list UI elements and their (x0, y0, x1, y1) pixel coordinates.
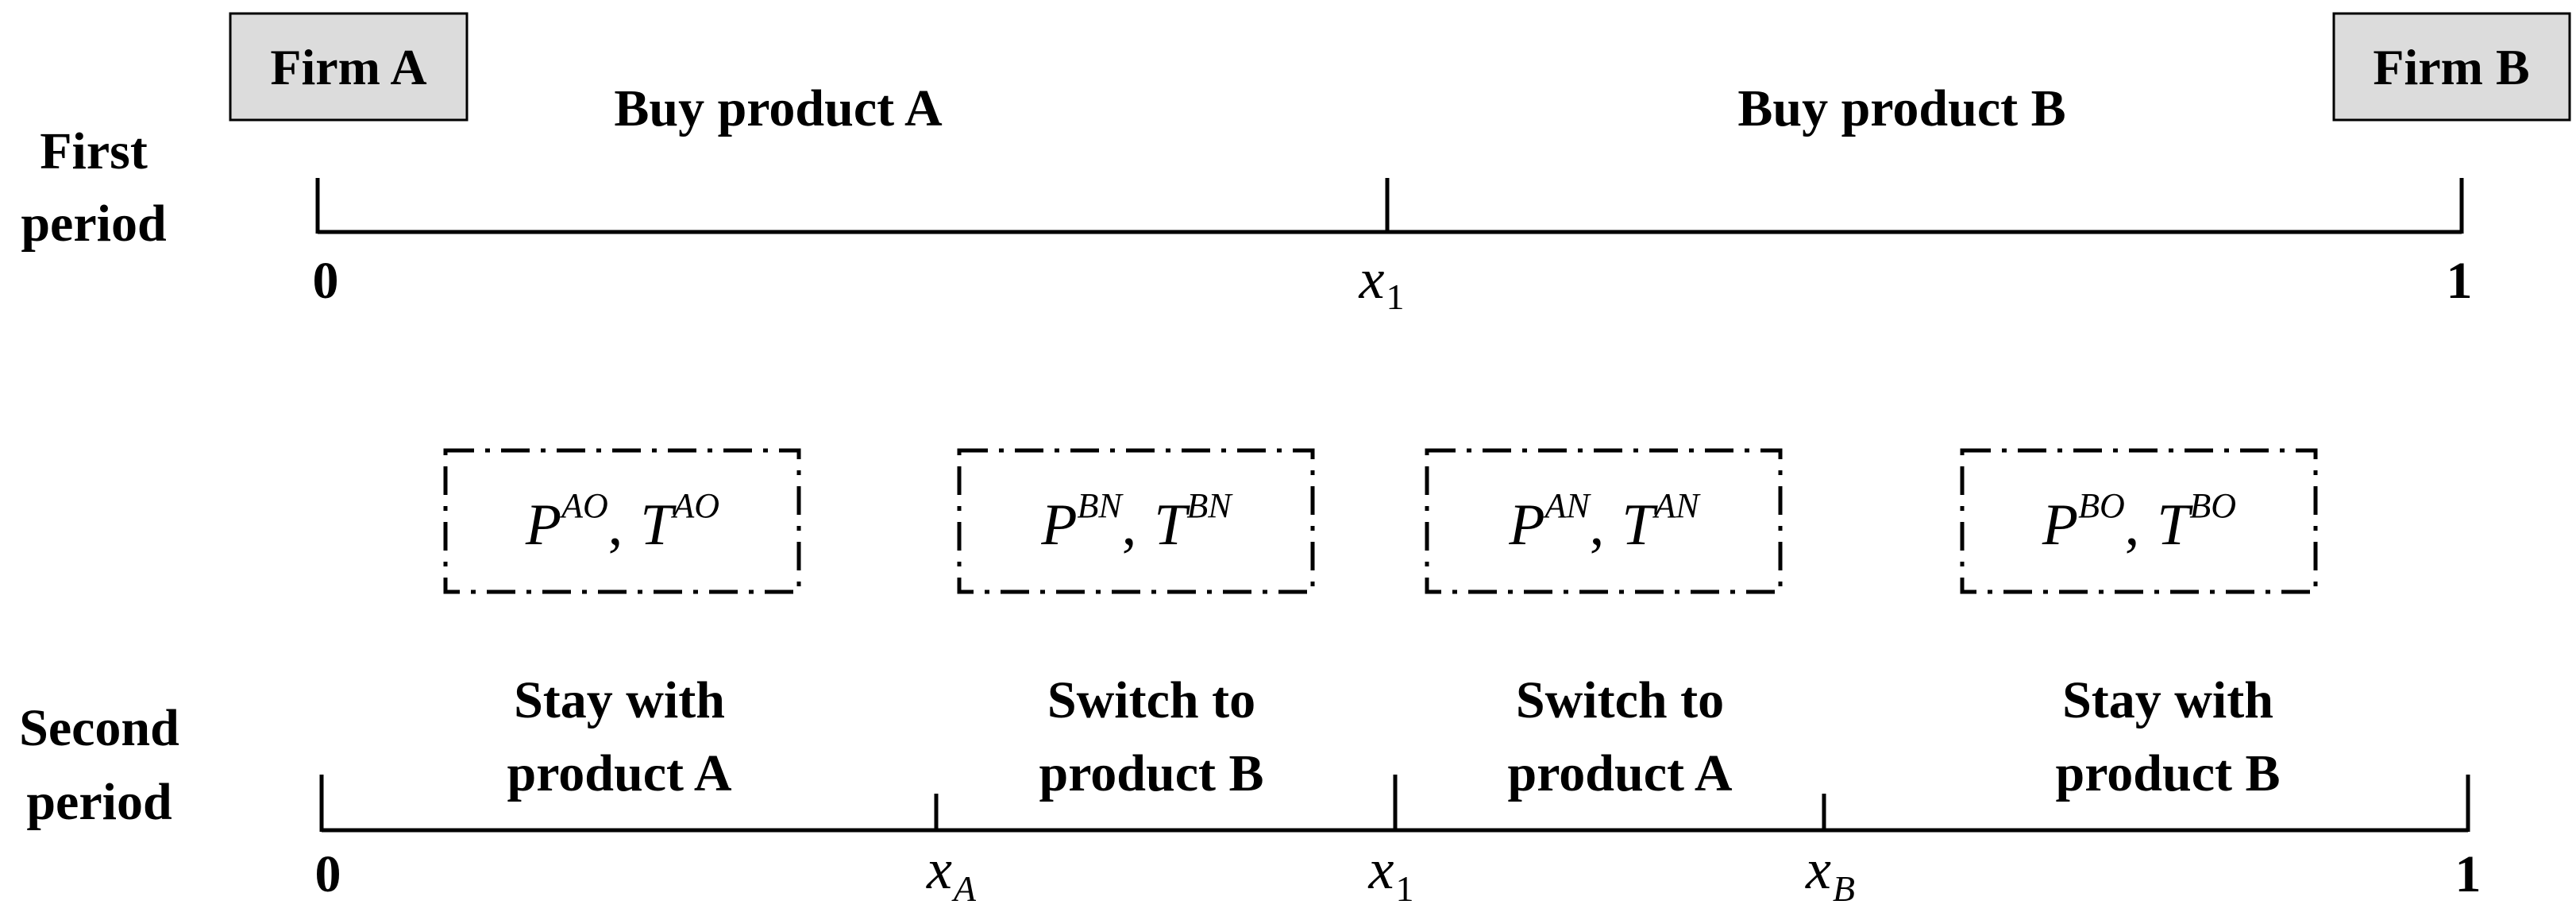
first-period-label-line1: First (40, 122, 148, 180)
price-box-bn: PBN,TBN (957, 448, 1315, 594)
price-box-bo: PBO,TBO (1960, 448, 2318, 594)
firm-a-label: Firm A (270, 39, 426, 95)
segment-switch-b-line2: product B (1039, 744, 1263, 802)
segment-stay-b-line1: Stay with (2062, 671, 2273, 729)
price-bo-text: PBO,TBO (2042, 486, 2236, 558)
second-period-axis (319, 775, 2470, 833)
segment-stay-a-line1: Stay with (514, 671, 725, 729)
second-period-tick-label-0: 0 (315, 845, 341, 903)
first-period-axis (315, 178, 2464, 234)
segment-stay-a-line2: product A (507, 744, 731, 802)
price-box-ao: PAO,TAO (443, 448, 801, 594)
price-an-text: PAN,TAN (1508, 486, 1701, 558)
price-box-an: PAN,TAN (1425, 448, 1783, 594)
second-period-tick-label-1: 1 (2455, 845, 2482, 903)
buy-product-b-label: Buy product B (1737, 79, 2065, 137)
price-bn-text: PBN,TBN (1040, 486, 1233, 558)
second-period-label-line1: Second (19, 699, 179, 757)
second-period-tick-label-x1: x1 (1368, 837, 1414, 909)
buy-product-a-label: Buy product A (614, 79, 943, 137)
second-period-tick-label-xa: xA (926, 837, 977, 909)
second-period-tick-label-xb: xB (1805, 837, 1855, 909)
first-period-label-line2: period (21, 195, 166, 253)
price-ao-text: PAO,TAO (525, 486, 719, 558)
firm-b-box: Firm B (2332, 12, 2571, 122)
first-period-tick-label-x1: x1 (1359, 247, 1405, 317)
segment-switch-a-line1: Switch to (1516, 671, 1724, 729)
segment-switch-a-line2: product A (1507, 744, 1732, 802)
segment-switch-b-line1: Switch to (1047, 671, 1255, 729)
second-period-label-line2: period (26, 773, 172, 831)
segment-stay-b-line2: product B (2055, 744, 2280, 802)
firm-b-label: Firm B (2373, 39, 2529, 95)
firm-a-box: Firm A (229, 12, 469, 122)
first-period-tick-label-0: 0 (313, 252, 339, 310)
first-period-tick-label-1: 1 (2447, 252, 2473, 310)
